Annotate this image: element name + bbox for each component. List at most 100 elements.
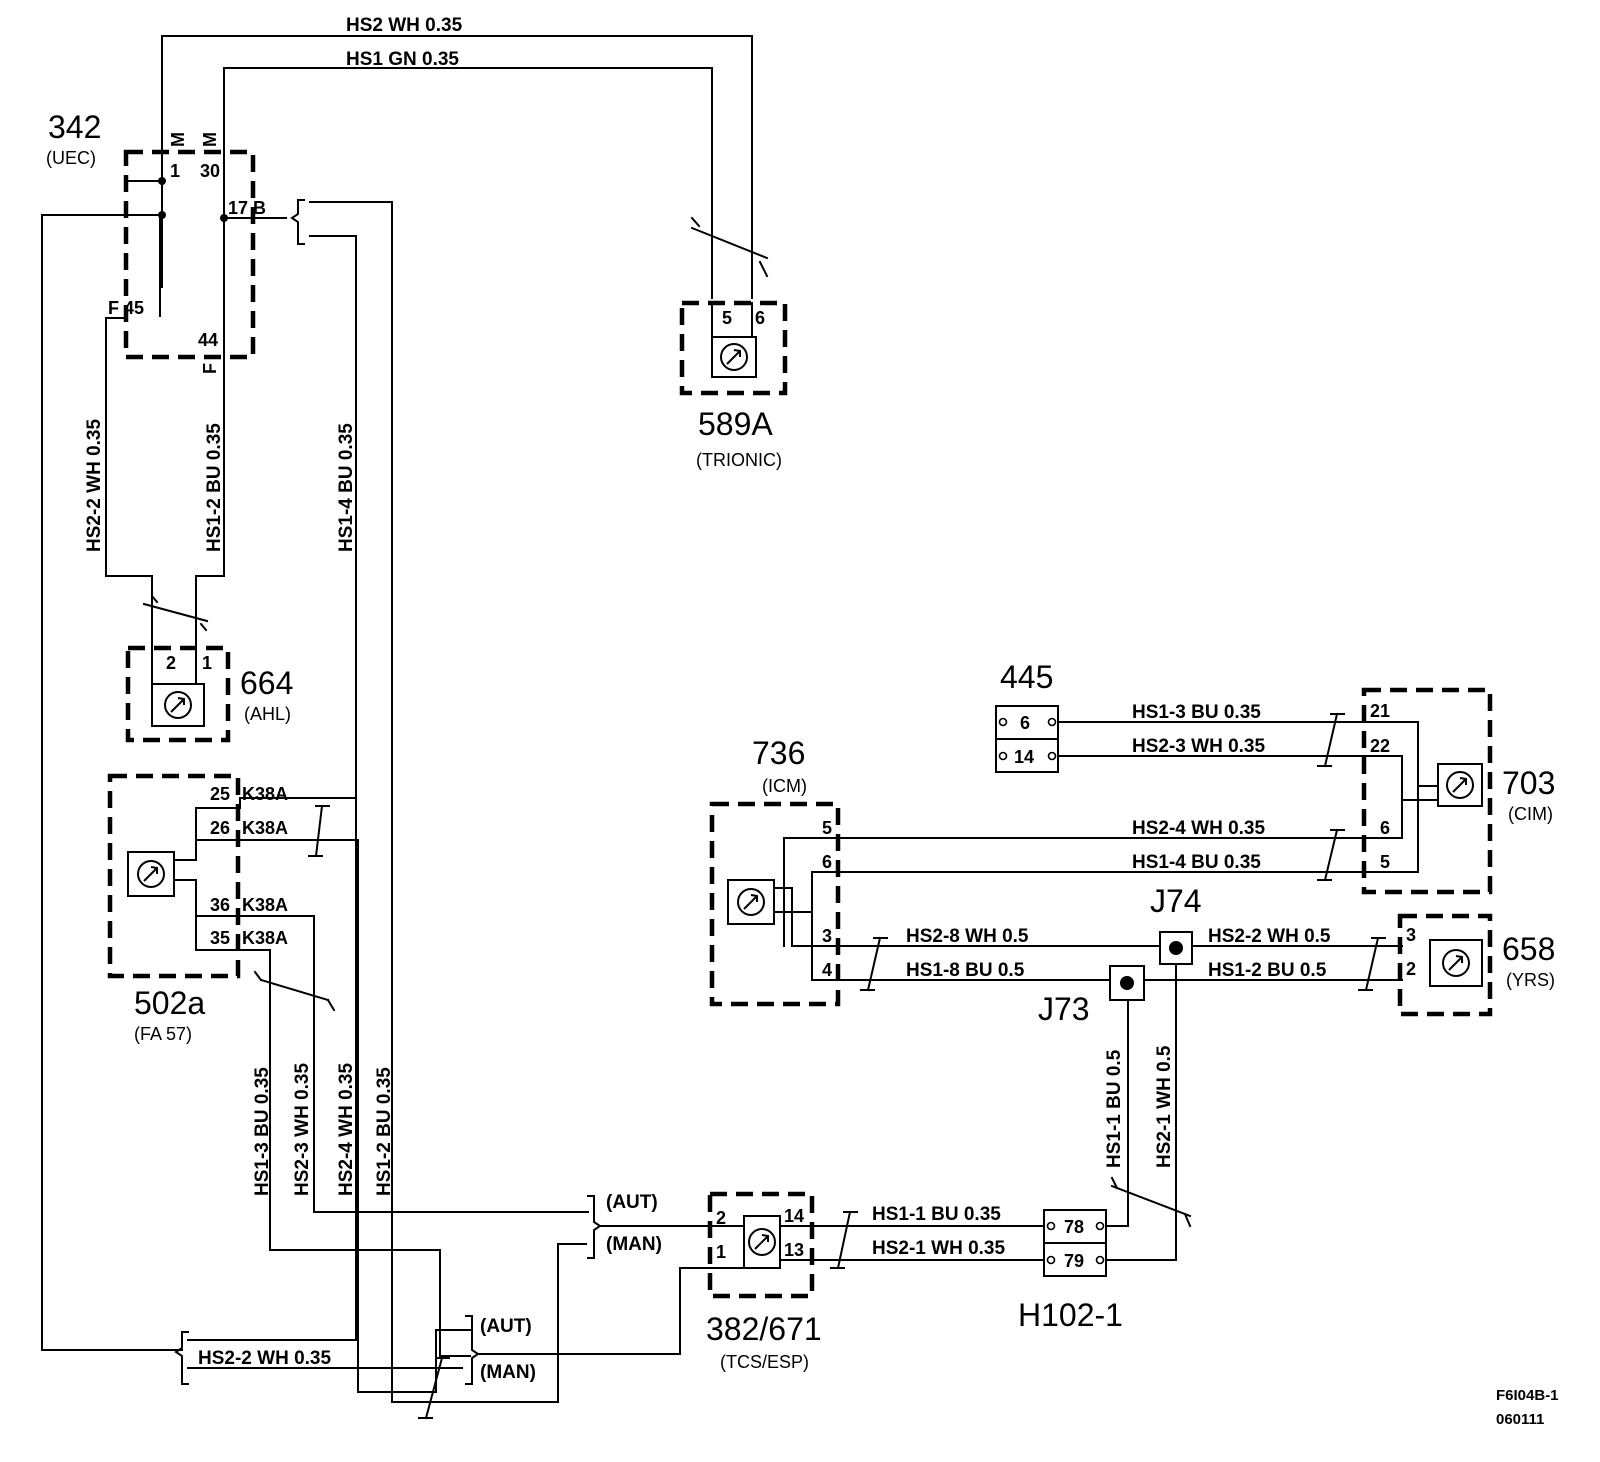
component-703-id: 703: [1502, 765, 1555, 801]
wire-label: HS2-3 WH 0.35: [292, 1063, 313, 1196]
junction-j73-label: J73: [1038, 991, 1090, 1027]
component-502a[interactable]: 25 K38A 26 K38A 36 K38A 35 K38A 502a (FA…: [107, 773, 288, 1044]
pin-5: 5: [722, 308, 732, 328]
wire-502a-k36: [239, 915, 589, 1213]
label-aut: (AUT): [606, 1192, 658, 1213]
wire-label: HS1-3 BU 0.35: [252, 1067, 273, 1196]
wire-break-502a-bot-a: [253, 970, 263, 982]
drawing-code: F6I04B-1: [1496, 1387, 1559, 1404]
wire-break-658: [1364, 936, 1380, 992]
sensor-arrow-icon: [1448, 955, 1463, 971]
wire-17b-upper: [309, 201, 587, 1403]
component-664-name: (AHL): [244, 704, 291, 724]
wire-736-int-a: [773, 887, 793, 947]
wire-label: HS2 WH 0.35: [346, 15, 463, 36]
component-445-id: 445: [1000, 659, 1053, 695]
junction-j74-box: [1159, 931, 1193, 965]
wire-break-445: [1323, 712, 1339, 768]
wire-break-h102-a: [1110, 1176, 1119, 1190]
pin-m2: M: [200, 132, 220, 147]
component-658-name: (YRS): [1506, 970, 1555, 990]
junction-j73[interactable]: J73: [1038, 965, 1145, 1027]
sensor-arrow-icon: [1452, 777, 1467, 793]
wire-label: HS2-3 WH 0.35: [1132, 736, 1265, 757]
component-342-name: (UEC): [46, 148, 96, 168]
junction-dot: [158, 177, 166, 185]
component-h102-1[interactable]: 78 79 H102-1: [1018, 1209, 1123, 1333]
label-man: (MAN): [480, 1362, 536, 1383]
pin-79: 79: [1064, 1251, 1084, 1271]
sensor-arrow-icon: [143, 866, 158, 882]
switch-labels: (AUT) (MAN) (AUT) (MAN): [480, 1192, 662, 1383]
component-502a-name: (FA 57): [134, 1024, 192, 1044]
pin-2: 2: [166, 653, 176, 673]
component-664[interactable]: 2 1 664 (AHL): [125, 645, 293, 743]
pin-22: 22: [1370, 736, 1390, 756]
component-342[interactable]: 342 (UEC) M M 1 30 17 B F 45 44 F: [46, 109, 266, 374]
wire-hs2-1-v: [1107, 949, 1177, 1261]
pin-m1: M: [168, 132, 188, 147]
wire-break-bottom: [424, 1356, 444, 1420]
component-589a-outline: [679, 300, 788, 396]
pin-5: 5: [1380, 852, 1390, 872]
bracket-17b: [290, 199, 305, 245]
sensor-arrow-icon: [743, 894, 758, 910]
junction-dot: [158, 211, 166, 219]
component-658[interactable]: 3 2 658 (YRS): [1397, 913, 1555, 1017]
component-703[interactable]: 21 22 6 5 703 (CIM): [1361, 687, 1555, 895]
pin-30: 30: [200, 161, 220, 181]
wire-342-left: [41, 214, 183, 1351]
sensor-icon: [748, 1228, 776, 1256]
wire-label: HS2-8 WH 0.5: [906, 926, 1029, 947]
pin-36: 36: [210, 895, 230, 915]
wire-label: HS2-1 WH 0.5: [1154, 1045, 1175, 1168]
bracket-aut-man-top: [587, 1195, 602, 1259]
wire-break-502a-bot-b: [326, 998, 336, 1012]
wire-bottom-up: [187, 797, 357, 1341]
component-382-id: 382/671: [706, 1311, 822, 1347]
wire-break-h102-b: [1183, 1212, 1192, 1228]
pin-k38a: K38A: [242, 784, 288, 804]
junction-j74-label: J74: [1150, 883, 1202, 919]
pin-25: 25: [210, 784, 230, 804]
bracket-aut-man-mid: [465, 1315, 480, 1385]
pin-6: 6: [1020, 713, 1030, 733]
label-man: (MAN): [606, 1234, 662, 1255]
component-664-outline: [125, 645, 231, 743]
pin-hole: [1095, 1255, 1105, 1265]
pin-6: 6: [822, 852, 832, 872]
sensor-icon: [737, 888, 765, 916]
pin-3: 3: [822, 926, 832, 946]
pin-hole: [1046, 1221, 1056, 1231]
wire-break-664-a: [150, 594, 159, 604]
wire-label: HS1-2 BU 0.35: [374, 1067, 395, 1196]
wire-mid-to-tcs: [477, 1267, 731, 1355]
sensor-icon: [720, 343, 748, 371]
wire-hs1-1-v: [1107, 985, 1129, 1227]
component-445[interactable]: 445 6 14: [995, 659, 1059, 773]
wire-label: HS1-2 BU 0.35: [204, 423, 225, 552]
wire-break-736b: [866, 936, 882, 992]
junction-j74[interactable]: J74: [1150, 883, 1202, 965]
junction-dot: [220, 214, 228, 222]
wire-label: HS2-2 WH 0.5: [1208, 926, 1331, 947]
component-589a[interactable]: 5 6 589A (TRIONIC): [679, 300, 788, 470]
component-736[interactable]: 5 6 3 4 736 (ICM): [709, 735, 841, 1007]
wire-label: HS1 GN 0.35: [346, 49, 459, 70]
wire-break-h102: [1110, 1184, 1192, 1218]
wire-break-502a-top: [314, 804, 324, 858]
wire-label: HS1-1 BU 0.5: [1104, 1049, 1125, 1168]
wire-label: HS1-3 BU 0.35: [1132, 702, 1261, 723]
pin-5: 5: [822, 818, 832, 838]
wire-hs1-4-h: [811, 785, 1419, 981]
pin-26: 26: [210, 818, 230, 838]
component-382-671[interactable]: 2 14 1 13 382/671 (TCS/ESP): [706, 1191, 822, 1372]
component-589a-id: 589A: [698, 406, 773, 442]
wire-break-589a: [690, 226, 769, 260]
pin-14: 14: [784, 1206, 804, 1226]
pin-hole: [1046, 1255, 1056, 1265]
wire-break-664: [142, 602, 209, 623]
sensor-icon: [164, 691, 192, 719]
component-382-name: (TCS/ESP): [720, 1352, 809, 1372]
